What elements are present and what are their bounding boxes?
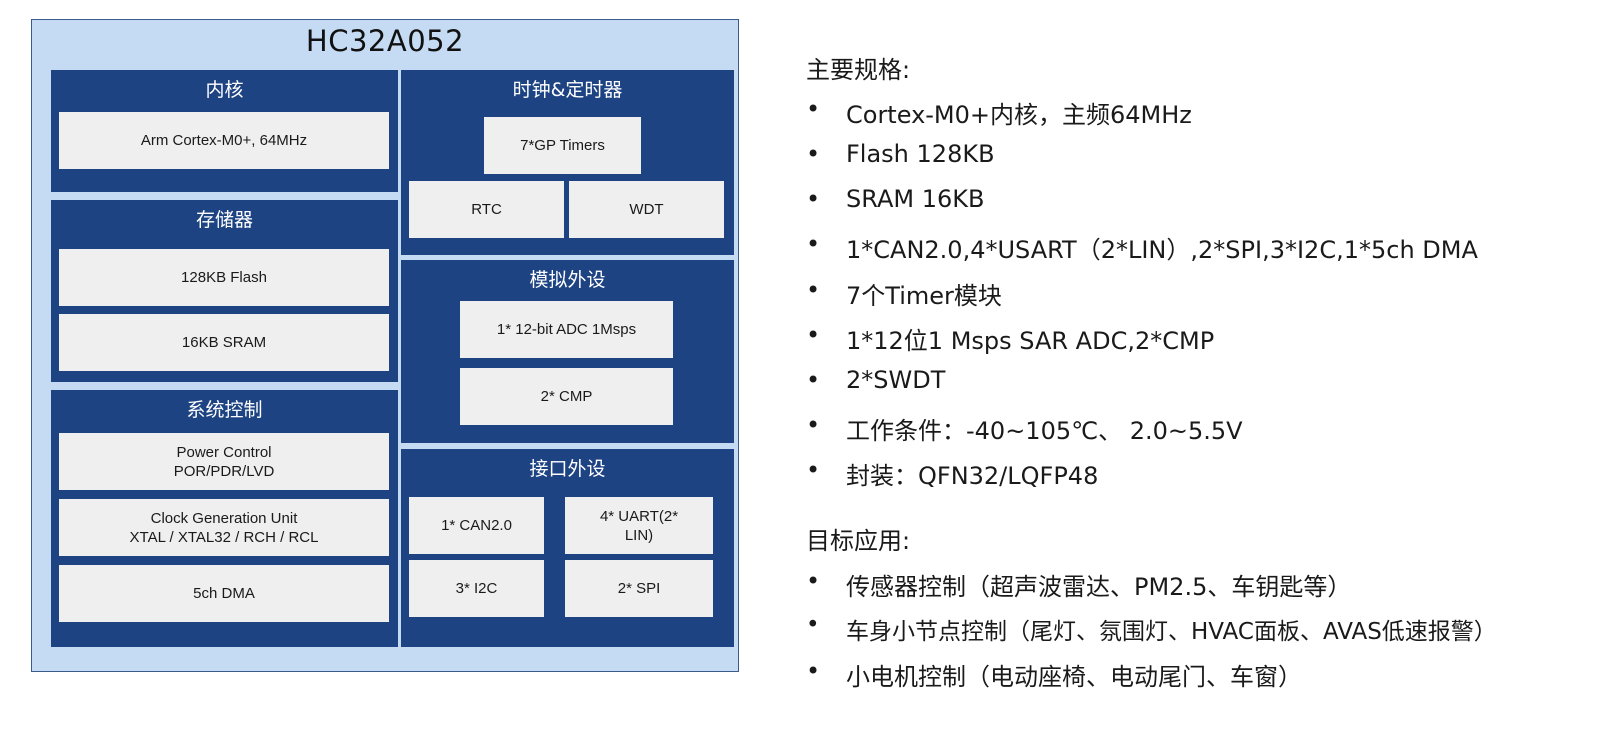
dma-box: 5ch DMA xyxy=(59,565,389,622)
spec-text: 封装：QFN32/LQFP48 xyxy=(846,462,1099,490)
spec-text: 1*CAN2.0,4*USART（2*LIN）,2*SPI,3*I2C,1*5c… xyxy=(846,236,1478,264)
bullet-icon: • xyxy=(806,140,821,168)
bullet-icon: • xyxy=(806,185,821,213)
clock-generation-box: Clock Generation Unit XTAL / XTAL32 / RC… xyxy=(59,499,389,556)
spec-text: Cortex-M0+内核，主频64MHz xyxy=(846,101,1192,129)
core-panel-title: 内核 xyxy=(205,79,244,101)
bullet-icon: • xyxy=(806,567,821,595)
application-text: 传感器控制（超声波雷达、PM2.5、车钥匙等） xyxy=(846,573,1352,601)
spec-text: 2*SWDT xyxy=(846,366,946,394)
spec-text: SRAM 16KB xyxy=(846,185,985,213)
interface-panel: 接口外设 1* CAN2.0 4* UART(2* LIN) 3* I2C 2*… xyxy=(401,449,734,647)
chip-title: HC32A052 xyxy=(305,24,465,58)
flash-box: 128KB Flash xyxy=(59,249,389,306)
power-control-box: Power Control POR/PDR/LVD xyxy=(59,433,389,490)
wdt-box: WDT xyxy=(569,181,724,238)
bullet-icon: • xyxy=(806,366,821,394)
chip-block-diagram: HC32A052 内核 Arm Cortex-M0+, 64MHz 存储器 12… xyxy=(31,19,739,672)
application-text: 车身小节点控制（尾灯、氛围灯、HVAC面板、AVAS低速报警） xyxy=(846,619,1497,645)
memory-panel-title: 存储器 xyxy=(195,209,253,231)
rtc-box: RTC xyxy=(409,181,564,238)
spec-text: 7个Timer模块 xyxy=(846,282,1002,310)
gp-timers-box: 7*GP Timers xyxy=(484,117,641,174)
cmp-box: 2* CMP xyxy=(460,368,673,425)
bullet-icon: • xyxy=(806,456,821,484)
spec-text: 工作条件：-40~105℃、 2.0~5.5V xyxy=(846,417,1243,445)
spec-text: 1*12位1 Msps SAR ADC,2*CMP xyxy=(846,327,1215,355)
sram-box: 16KB SRAM xyxy=(59,314,389,371)
applications-heading: 目标应用: xyxy=(806,527,911,555)
core-panel: 内核 Arm Cortex-M0+, 64MHz xyxy=(51,70,398,192)
spi-box: 2* SPI xyxy=(565,560,713,617)
can-box: 1* CAN2.0 xyxy=(409,497,544,554)
adc-box: 1* 12-bit ADC 1Msps xyxy=(460,301,673,358)
bullet-icon: • xyxy=(806,321,821,349)
spec-text: Flash 128KB xyxy=(846,140,995,168)
bullet-icon: • xyxy=(806,657,821,685)
system-control-panel: 系统控制 Power Control POR/PDR/LVD Clock Gen… xyxy=(51,390,398,647)
system-control-panel-title: 系统控制 xyxy=(186,399,263,421)
memory-panel: 存储器 128KB Flash 16KB SRAM xyxy=(51,200,398,382)
core-cpu-box: Arm Cortex-M0+, 64MHz xyxy=(59,112,389,169)
interface-panel-title: 接口外设 xyxy=(529,458,606,480)
analog-panel: 模拟外设 1* 12-bit ADC 1Msps 2* CMP xyxy=(401,260,734,443)
analog-panel-title: 模拟外设 xyxy=(529,269,606,291)
application-text: 小电机控制（电动座椅、电动尾门、车窗） xyxy=(846,663,1302,691)
timers-panel: 时钟&定时器 7*GP Timers RTC WDT xyxy=(401,70,734,255)
i2c-box: 3* I2C xyxy=(409,560,544,617)
timers-panel-title: 时钟&定时器 xyxy=(512,79,623,101)
bullet-icon: • xyxy=(806,612,820,638)
bullet-icon: • xyxy=(806,276,821,304)
uart-box: 4* UART(2* LIN) xyxy=(565,497,713,554)
specs-heading: 主要规格: xyxy=(806,56,911,84)
bullet-icon: • xyxy=(806,230,821,258)
bullet-icon: • xyxy=(806,411,821,439)
bullet-icon: • xyxy=(806,95,821,123)
